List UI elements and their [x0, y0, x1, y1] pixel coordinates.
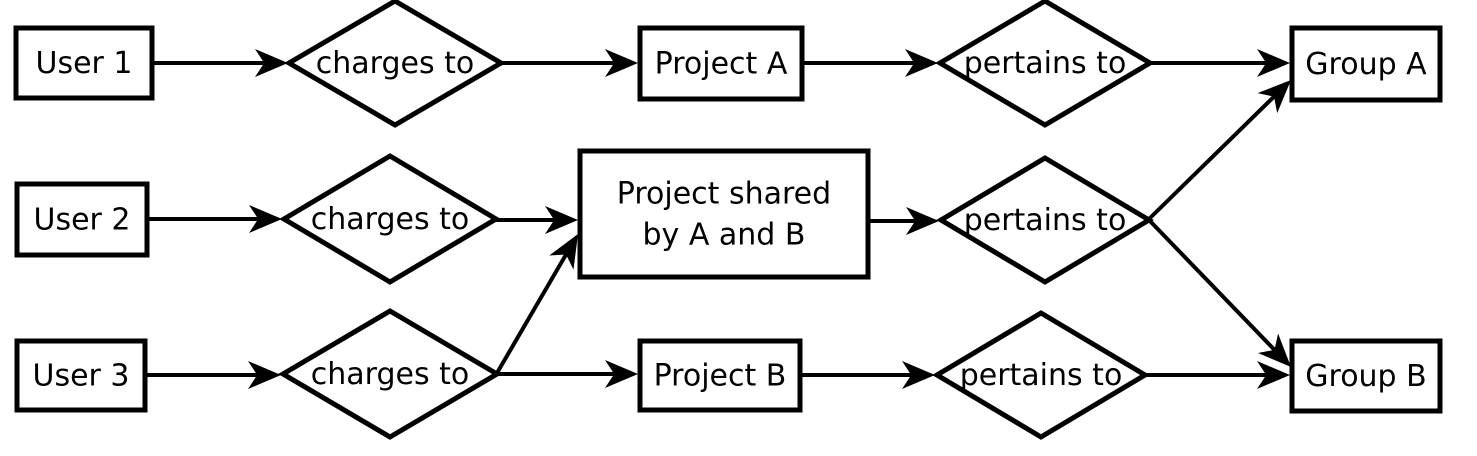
- node-group-a: Group A: [1289, 25, 1443, 103]
- node-user-1-shape: [13, 25, 155, 101]
- node-charges-to-1: charges to: [284, 0, 506, 128]
- node-charges-to-3: charges to: [278, 308, 502, 440]
- node-charges-to-2: charges to: [279, 153, 501, 285]
- node-user-3-shape: [14, 338, 148, 413]
- edge-project-a-to-pertains-to-1-arrowhead: [905, 49, 938, 77]
- node-charges-to-1-label: charges to: [316, 46, 474, 81]
- node-shared-project-shape: [577, 148, 871, 280]
- edge-charges-to-1-to-project-a: [501, 49, 638, 77]
- node-group-b-shape: [1289, 338, 1443, 414]
- node-group-a-label: Group A: [1305, 47, 1427, 82]
- edge-charges-to-3-to-shared-project-line: [495, 253, 568, 375]
- edge-pertains-to-2-to-group-a-arrowhead: [1257, 80, 1291, 114]
- node-user-2-label: User 2: [33, 202, 130, 237]
- edge-charges-to-3-to-project-b-arrowhead: [605, 360, 638, 388]
- edge-charges-to-1-to-project-a-arrowhead: [605, 49, 638, 77]
- node-project-b-label: Project B: [654, 358, 787, 393]
- edge-project-b-to-pertains-to-3-arrowhead: [902, 361, 935, 389]
- node-pertains-to-3: pertains to: [932, 310, 1150, 440]
- edge-pertains-to-2-to-group-a: [1147, 80, 1291, 221]
- edge-project-b-to-pertains-to-3: [800, 361, 935, 389]
- node-pertains-to-1-label: pertains to: [964, 46, 1127, 81]
- node-project-a-shape: [637, 25, 805, 102]
- node-pertains-to-3-label: pertains to: [960, 358, 1123, 393]
- node-charges-to-1-shape: [284, 0, 506, 128]
- edge-pertains-to-1-to-group-a-arrowhead: [1257, 49, 1290, 77]
- node-pertains-to-3-shape: [932, 310, 1150, 440]
- node-group-b-label: Group B: [1305, 359, 1426, 394]
- node-charges-to-3-label: charges to: [311, 357, 469, 392]
- edge-pertains-to-2-to-group-b-arrowhead: [1258, 333, 1291, 367]
- edge-pertains-to-2-to-group-a-line: [1147, 95, 1276, 221]
- edge-shared-project-to-pertains-to-2-arrowhead: [906, 207, 939, 235]
- node-group-a-shape: [1289, 25, 1443, 103]
- edge-user-1-to-charges-to-1: [152, 49, 288, 77]
- node-pertains-to-2-shape: [936, 155, 1154, 285]
- edge-pertains-to-3-to-group-b-arrowhead: [1257, 361, 1290, 389]
- edge-user-2-to-charges-to-2: [147, 205, 282, 233]
- edge-user-2-to-charges-to-2-arrowhead: [249, 205, 282, 233]
- node-project-b: Project B: [637, 338, 803, 413]
- edge-pertains-to-2-to-group-b-line: [1147, 218, 1276, 352]
- edge-charges-to-2-to-shared-project: [496, 206, 578, 234]
- edge-pertains-to-1-to-group-a: [1150, 49, 1290, 77]
- node-charges-to-2-label: charges to: [311, 202, 469, 237]
- edge-shared-project-to-pertains-to-2: [868, 207, 939, 235]
- node-user-2: User 2: [14, 181, 150, 258]
- node-pertains-to-1-shape: [935, 0, 1155, 128]
- node-charges-to-3-shape: [278, 308, 502, 440]
- edge-charges-to-3-to-shared-project: [495, 234, 578, 375]
- node-project-b-shape: [637, 338, 803, 413]
- edge-user-1-to-charges-to-1-arrowhead: [255, 49, 288, 77]
- node-user-3-label: User 3: [32, 358, 129, 393]
- edge-user-3-to-charges-to-3-arrowhead: [248, 361, 281, 389]
- node-pertains-to-1: pertains to: [935, 0, 1155, 128]
- node-user-3: User 3: [14, 338, 148, 413]
- edge-pertains-to-2-to-group-b: [1147, 218, 1291, 367]
- node-user-1: User 1: [13, 25, 155, 101]
- edge-user-3-to-charges-to-3: [145, 361, 281, 389]
- edge-charges-to-3-to-project-b: [497, 360, 638, 388]
- node-project-a: Project A: [637, 25, 805, 102]
- node-project-a-label: Project A: [655, 46, 788, 81]
- node-user-2-shape: [14, 181, 150, 258]
- edge-charges-to-2-to-shared-project-arrowhead: [545, 206, 578, 234]
- edge-project-a-to-pertains-to-1: [802, 49, 938, 77]
- node-user-1-label: User 1: [35, 46, 132, 81]
- node-group-b: Group B: [1289, 338, 1443, 414]
- node-pertains-to-2: pertains to: [936, 155, 1154, 285]
- edge-pertains-to-3-to-group-b: [1145, 361, 1290, 389]
- edge-charges-to-3-to-shared-project-arrowhead: [549, 234, 578, 270]
- node-charges-to-2-shape: [279, 153, 501, 285]
- node-pertains-to-2-label: pertains to: [964, 203, 1127, 238]
